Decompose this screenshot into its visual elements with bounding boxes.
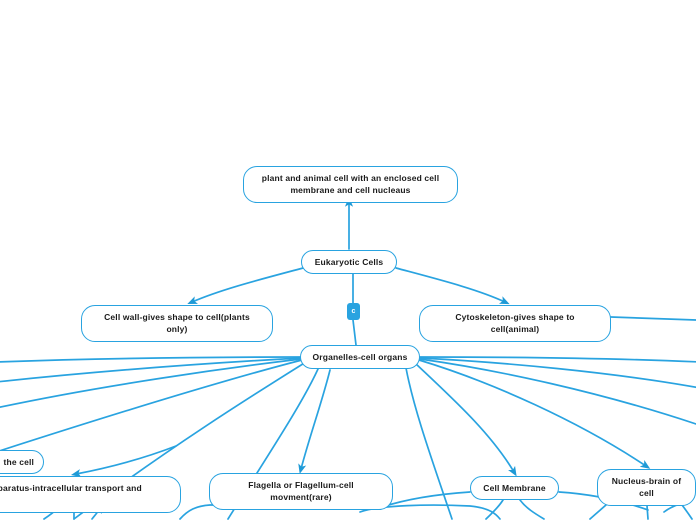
edge-cellmembrane-left-branch bbox=[381, 491, 471, 508]
node-golgi-apparatus[interactable]: gi Apparatus-intracellular transport and… bbox=[0, 476, 181, 513]
edge-eukaryotic-to-cytoskeleton bbox=[395, 267, 510, 305]
edge-organelles-left-4 bbox=[0, 359, 303, 452]
edge-organelles-left-1 bbox=[0, 356, 302, 363]
collapse-badge[interactable]: c bbox=[347, 303, 360, 320]
edge-cellmembrane-child-1 bbox=[485, 499, 504, 520]
edge-eukaryotic-to-cellwall bbox=[187, 267, 304, 305]
edge-organelles-left-2 bbox=[0, 357, 302, 383]
edge-organelles-right-4 bbox=[418, 359, 651, 469]
edge-organelles-right-3 bbox=[419, 358, 696, 425]
node-cytoskeleton[interactable]: Cytoskeleton-gives shape to cell(animal) bbox=[419, 305, 611, 342]
node-organelles[interactable]: Organelles-cell organs bbox=[300, 345, 420, 370]
edge-cellmembrane-child-2 bbox=[519, 499, 545, 520]
edge-organelles-left-3 bbox=[0, 358, 302, 409]
node-cell-membrane[interactable]: Cell Membrane bbox=[470, 476, 559, 501]
edge-organelles-right-6 bbox=[405, 367, 453, 520]
node-description[interactable]: plant and animal cell with an enclosed c… bbox=[243, 166, 458, 203]
edge-organelles-right-1 bbox=[419, 356, 696, 363]
edge-cytoskeleton-right bbox=[610, 316, 696, 321]
node-nucleus[interactable]: Nucleus-brain of cell bbox=[597, 469, 696, 506]
edge-to-golgi bbox=[70, 445, 177, 478]
edge-organelles-left-7 bbox=[298, 369, 331, 474]
edge-badge-to-organelles bbox=[352, 319, 357, 346]
node-cell-wall[interactable]: Cell wall-gives shape to cell(plants onl… bbox=[81, 305, 273, 342]
edge-organelles-right-5 bbox=[414, 362, 517, 477]
node-the-cell[interactable]: the cell bbox=[0, 450, 44, 475]
edge-organelles-right-2 bbox=[419, 357, 696, 389]
node-flagella[interactable]: Flagella or Flagellum-cell movment(rare) bbox=[209, 473, 393, 510]
node-eukaryotic-cells[interactable]: Eukaryotic Cells bbox=[301, 250, 397, 275]
